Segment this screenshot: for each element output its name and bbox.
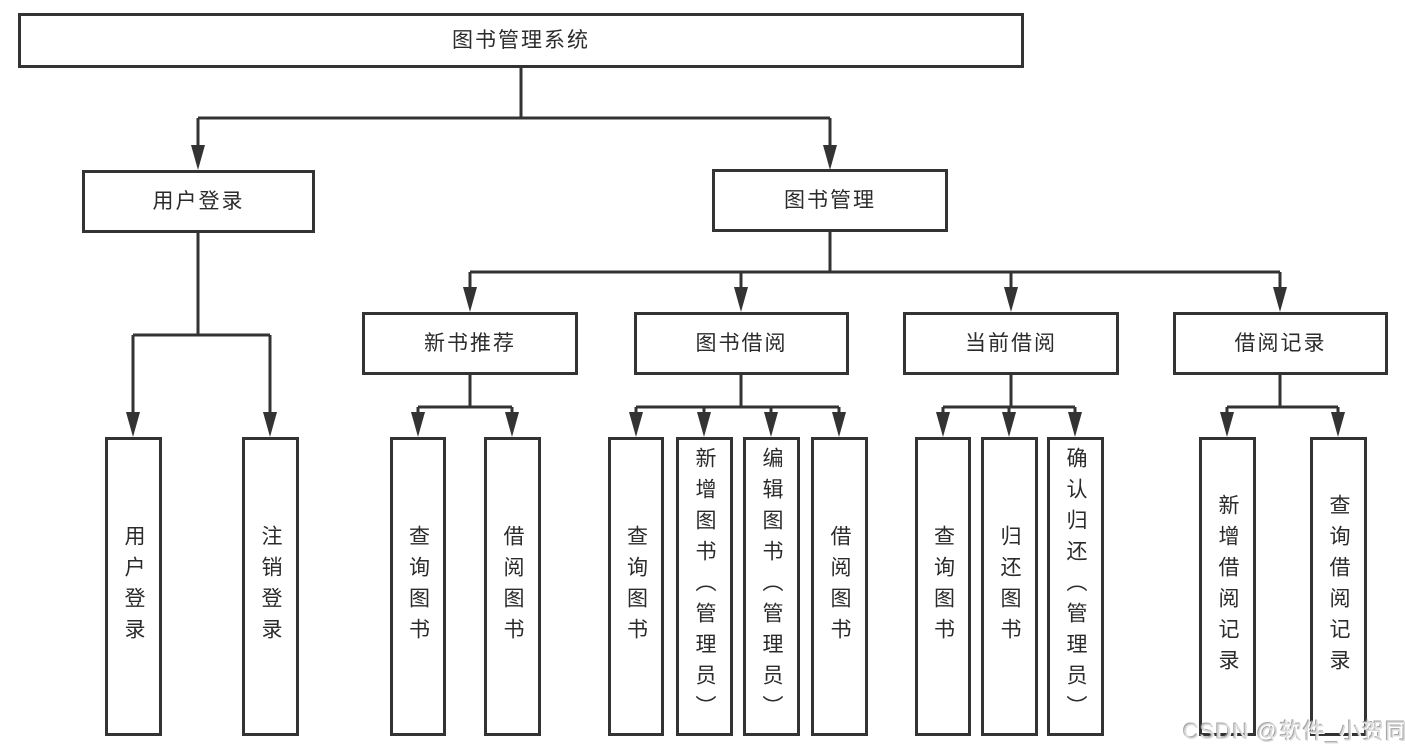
arrowhead-leaf-8 [832, 412, 846, 437]
node-user-login: 用户登录 [82, 170, 315, 233]
arrowhead-leaf-11 [1068, 412, 1082, 437]
node-book-management: 图书管理 [712, 169, 948, 232]
arrowhead-leaf-3 [411, 412, 425, 437]
leaf-user-login: 用户登录 [105, 437, 162, 736]
leaf-confirm-return-admin: 确认归还（管理员） [1047, 437, 1104, 736]
arrowhead-borrow-records [1273, 287, 1287, 312]
node-new-book-recommend: 新书推荐 [362, 312, 578, 375]
node-book-borrowing: 图书借阅 [634, 312, 849, 375]
arrowheads [126, 145, 1345, 437]
arrowhead-leaf-4 [505, 412, 519, 437]
arrowhead-book-mgmt [823, 145, 837, 170]
leaf-query-books-borrowing: 查询图书 [608, 437, 664, 736]
arrowhead-leaf-7 [764, 412, 778, 437]
leaf-query-books-current: 查询图书 [915, 437, 971, 736]
arrowhead-leaf-12 [1220, 412, 1234, 437]
leaf-borrow-books: 借阅图书 [811, 437, 868, 736]
node-system-root: 图书管理系统 [18, 13, 1024, 68]
arrowhead-leaf-2 [263, 412, 277, 437]
node-borrowing-records: 借阅记录 [1173, 312, 1388, 375]
leaf-borrow-books-recommend: 借阅图书 [484, 437, 541, 736]
arrowhead-new-book-rec [463, 287, 477, 312]
leaf-edit-books-admin: 编辑图书（管理员） [743, 437, 800, 736]
arrowhead-leaf-6 [697, 412, 711, 437]
arrowhead-leaf-1 [126, 412, 140, 437]
csdn-watermark: CSDN @软件_小贺同学 [1183, 719, 1405, 744]
leaf-add-books-admin: 新增图书（管理员） [676, 437, 733, 736]
arrowhead-user-login [191, 145, 205, 170]
arrowhead-leaf-5 [629, 412, 643, 437]
arrowhead-leaf-9 [936, 412, 950, 437]
arrowhead-leaf-10 [1002, 412, 1016, 437]
leaf-return-books: 归还图书 [981, 437, 1038, 736]
leaf-query-borrow-record: 查询借阅记录 [1310, 437, 1367, 736]
arrowhead-current-borrow [1004, 287, 1018, 312]
leaf-query-books-recommend: 查询图书 [390, 437, 446, 736]
node-current-borrowing: 当前借阅 [903, 312, 1119, 375]
arrowhead-book-borrow [734, 287, 748, 312]
leaf-logout: 注销登录 [242, 437, 299, 736]
arrowhead-leaf-13 [1331, 412, 1345, 437]
leaf-add-borrow-record: 新增借阅记录 [1199, 437, 1256, 736]
